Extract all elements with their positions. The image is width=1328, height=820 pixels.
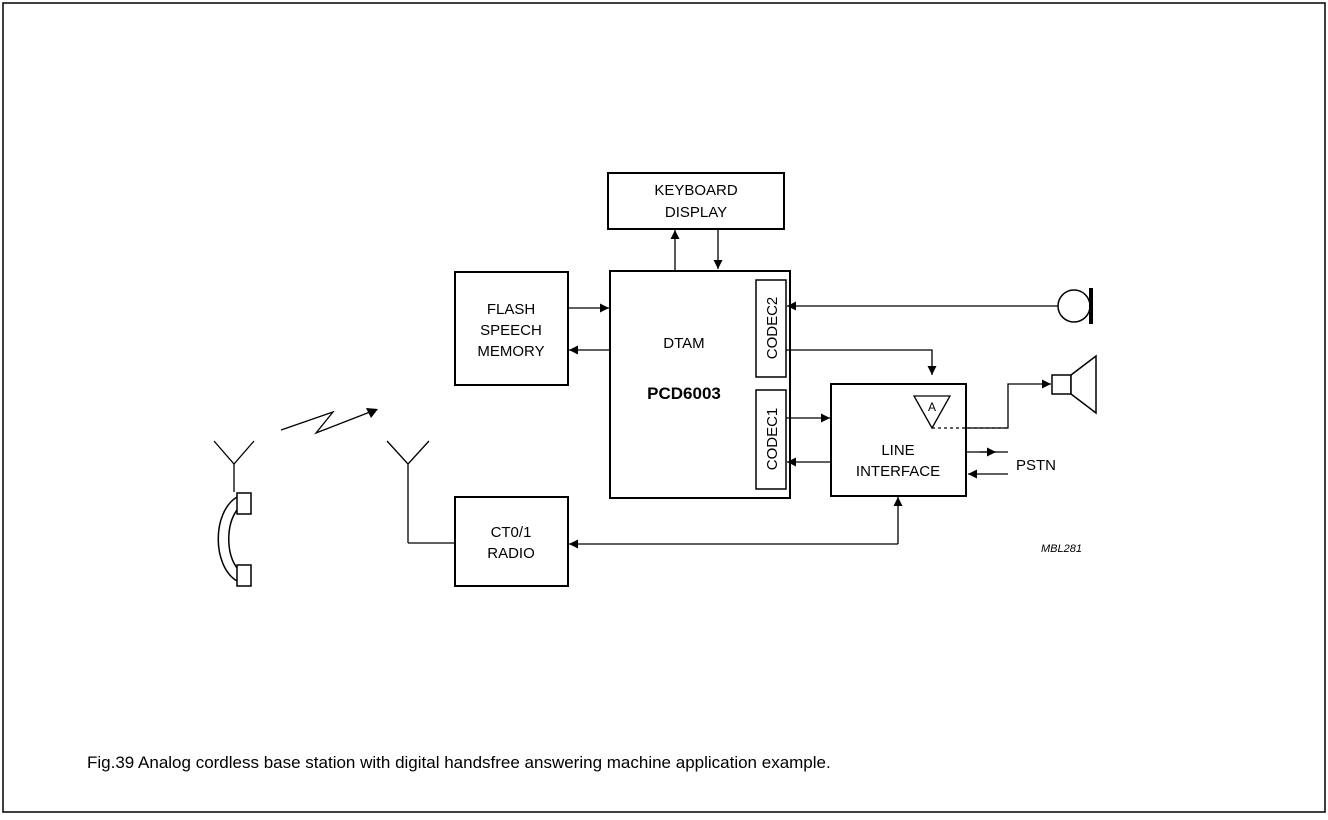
handset-icon xyxy=(217,492,252,587)
radio-link-icon xyxy=(280,408,378,435)
dtam-part-number: PCD6003 xyxy=(647,384,721,403)
handset-antenna-icon xyxy=(213,440,255,492)
dtam-label: DTAM xyxy=(663,335,704,352)
flash-speech-memory-block: FLASH SPEECH MEMORY xyxy=(454,271,569,386)
keyboard-display-line1: KEYBOARD xyxy=(654,182,738,199)
codec2-to-amplifier-arrow xyxy=(786,349,937,375)
keyboard-display-block: KEYBOARD DISPLAY xyxy=(607,172,785,230)
codec2-label: CODEC2 xyxy=(764,297,781,360)
flash-memory-line3: MEMORY xyxy=(477,343,544,360)
amplifier-to-speaker-arrow xyxy=(966,379,1051,429)
line-interface-line2: INTERFACE xyxy=(856,463,940,480)
microphone-icon xyxy=(1057,288,1093,324)
figure-caption: Fig.39 Analog cordless base station with… xyxy=(87,753,831,772)
amplifier-label: A xyxy=(928,400,936,414)
flash-memory-line2: SPEECH xyxy=(480,322,542,339)
flash-memory-line1: FLASH xyxy=(487,301,535,318)
keyboard-display-line2: DISPLAY xyxy=(665,204,727,221)
codec1-block: CODEC1 xyxy=(755,389,787,490)
line-interface-line1: LINE xyxy=(881,442,914,459)
radio-line2: RADIO xyxy=(487,545,535,562)
pstn-label: PSTN xyxy=(1016,457,1056,474)
radio-block: CT0/1 RADIO xyxy=(454,496,569,587)
codec1-label: CODEC1 xyxy=(764,408,781,471)
codec2-block: CODEC2 xyxy=(755,279,787,378)
loudspeaker-icon xyxy=(1051,354,1097,415)
radio-line1: CT0/1 xyxy=(491,524,532,541)
antenna-icon xyxy=(386,440,455,544)
amplifier-icon: A xyxy=(912,395,952,430)
reference-code: MBL281 xyxy=(1041,543,1082,555)
